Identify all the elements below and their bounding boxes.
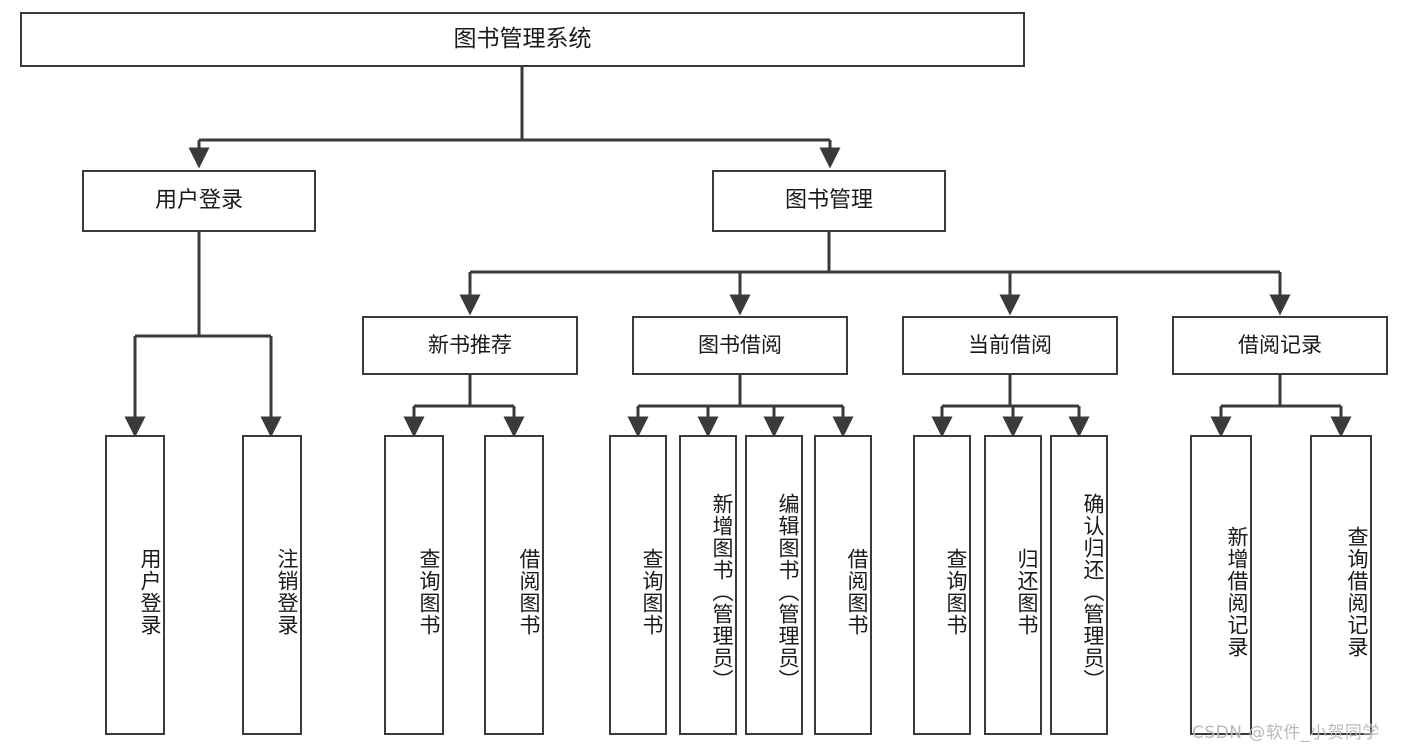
node-label: 当前借阅 bbox=[968, 333, 1052, 358]
node-label: 归还图书 bbox=[1015, 548, 1039, 636]
leaf-edit-book-admin[interactable]: 编辑图书（管理员） bbox=[745, 435, 803, 735]
node-book-borrow[interactable]: 图书借阅 bbox=[632, 316, 848, 375]
node-current-borrow[interactable]: 当前借阅 bbox=[902, 316, 1118, 375]
node-label: 注销登录 bbox=[275, 548, 299, 636]
node-label: 编辑图书（管理员） bbox=[776, 493, 800, 691]
node-user-login[interactable]: 用户登录 bbox=[82, 170, 316, 232]
node-label: 借阅图书 bbox=[845, 548, 869, 636]
node-label: 图书管理 bbox=[784, 188, 873, 214]
node-label: 用户登录 bbox=[138, 548, 162, 636]
node-book-manage[interactable]: 图书管理 bbox=[712, 170, 946, 232]
leaf-query-borrow-record[interactable]: 查询借阅记录 bbox=[1310, 435, 1372, 735]
node-label: 新增图书（管理员） bbox=[710, 493, 734, 691]
node-label: 查询图书 bbox=[417, 548, 441, 636]
node-borrow-record[interactable]: 借阅记录 bbox=[1172, 316, 1388, 375]
node-label: 图书借阅 bbox=[698, 333, 782, 358]
leaf-confirm-return-admin[interactable]: 确认归还（管理员） bbox=[1050, 435, 1108, 735]
node-label: 新增借阅记录 bbox=[1225, 526, 1249, 658]
leaf-query-book-current[interactable]: 查询图书 bbox=[913, 435, 971, 735]
leaf-borrow-book[interactable]: 借阅图书 bbox=[814, 435, 872, 735]
leaf-query-book-recommend[interactable]: 查询图书 bbox=[384, 435, 444, 735]
node-label: 图书管理系统 bbox=[453, 26, 592, 53]
leaf-logout[interactable]: 注销登录 bbox=[242, 435, 302, 735]
leaf-query-book-borrow[interactable]: 查询图书 bbox=[609, 435, 667, 735]
leaf-user-login[interactable]: 用户登录 bbox=[105, 435, 165, 735]
node-label: 查询借阅记录 bbox=[1345, 526, 1369, 658]
leaf-add-borrow-record[interactable]: 新增借阅记录 bbox=[1190, 435, 1252, 735]
node-label: 新书推荐 bbox=[428, 333, 512, 358]
node-label: 查询图书 bbox=[640, 548, 664, 636]
node-label: 确认归还（管理员） bbox=[1081, 493, 1105, 691]
leaf-borrow-book-recommend[interactable]: 借阅图书 bbox=[484, 435, 544, 735]
node-new-book-recommend[interactable]: 新书推荐 bbox=[362, 316, 578, 375]
node-label: 借阅图书 bbox=[517, 548, 541, 636]
leaf-return-book[interactable]: 归还图书 bbox=[984, 435, 1042, 735]
node-label: 查询图书 bbox=[944, 548, 968, 636]
node-root-system[interactable]: 图书管理系统 bbox=[20, 12, 1025, 67]
node-label: 借阅记录 bbox=[1238, 333, 1322, 358]
node-label: 用户登录 bbox=[154, 188, 243, 214]
csdn-watermark: CSDN @软件_小贺同学 bbox=[1192, 723, 1380, 743]
leaf-add-book-admin[interactable]: 新增图书（管理员） bbox=[679, 435, 737, 735]
